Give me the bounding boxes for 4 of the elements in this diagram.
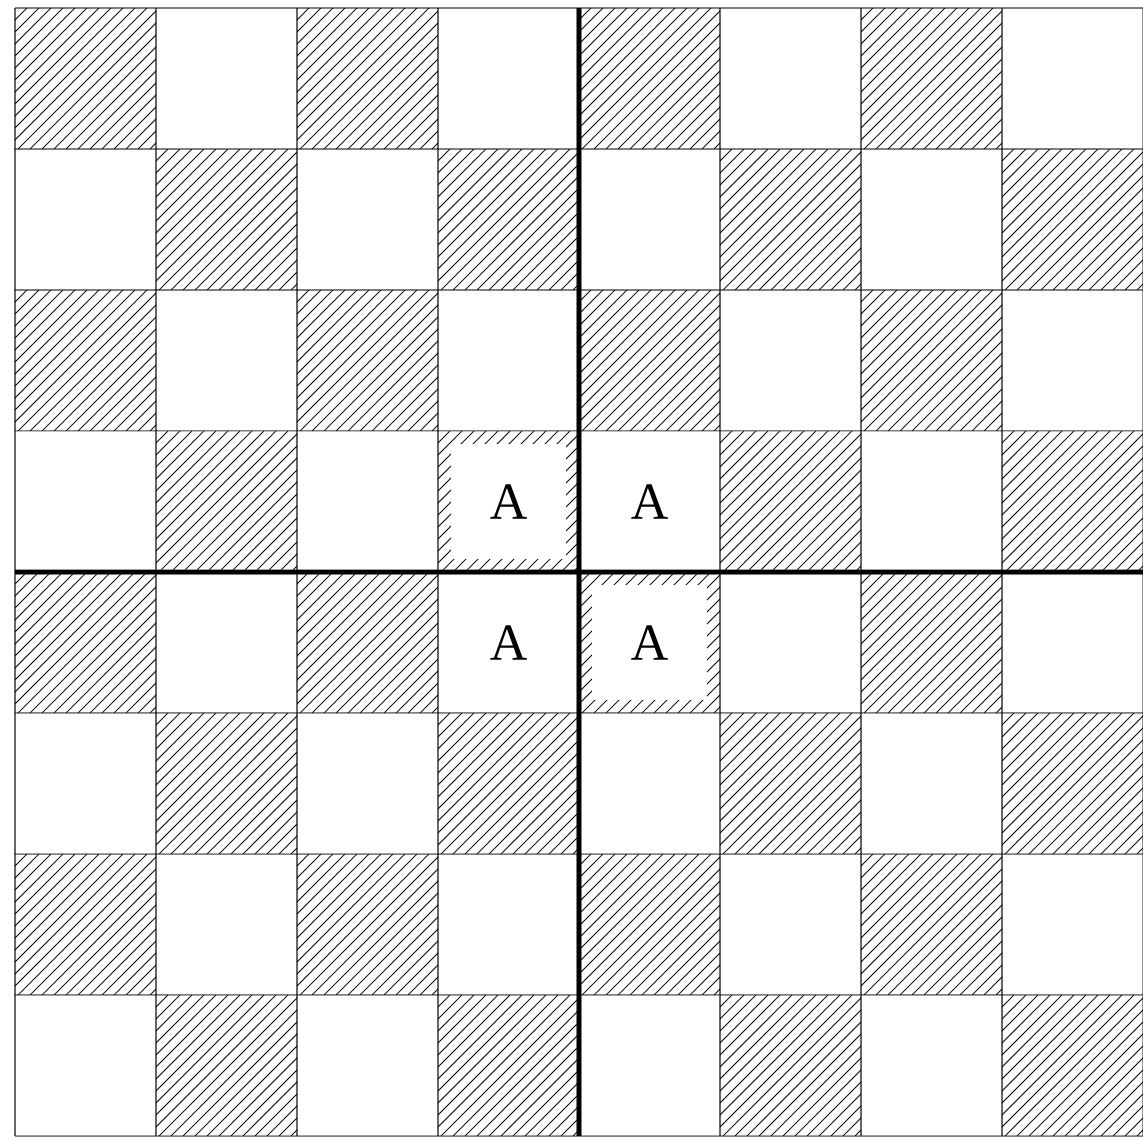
cell-label: A xyxy=(490,625,527,660)
cell-label: A xyxy=(631,484,668,519)
cell-label: A xyxy=(490,484,527,519)
cell-label: A xyxy=(631,625,668,660)
